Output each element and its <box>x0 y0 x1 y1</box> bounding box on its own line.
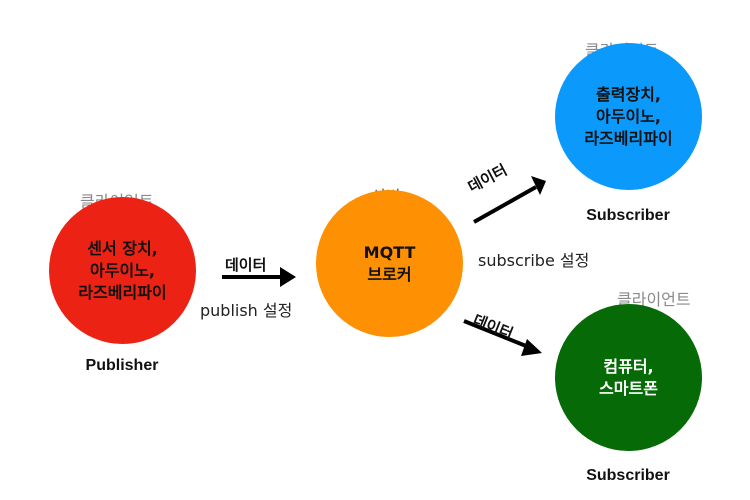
top-subscriber-node: 출력장치, 아두이노, 라즈베리파이 <box>555 43 702 190</box>
publisher-line-3: 라즈베리파이 <box>78 282 167 302</box>
bottom-subscriber-role-label: Subscriber <box>586 467 670 484</box>
publisher-node: 센서 장치, 아두이노, 라즈베리파이 <box>49 197 196 344</box>
arrow-to-bottom-subscriber <box>463 319 532 350</box>
publisher-role-label: Publisher <box>85 357 159 374</box>
publish-setting-label: publish 설정 <box>200 301 293 320</box>
bottom-subscriber-line-1: 컴퓨터, <box>603 356 654 376</box>
arrow-to-top-subscriber <box>473 185 537 224</box>
broker-line-2: 브로커 <box>367 264 412 284</box>
bottom-subscriber-line-2: 스마트폰 <box>599 378 658 398</box>
subscribe-setting-label: subscribe 설정 <box>478 251 590 270</box>
arrow-publish-head <box>280 267 296 287</box>
bottom-subscriber-node: 컴퓨터, 스마트폰 <box>555 304 702 451</box>
top-subscriber-line-3: 라즈베리파이 <box>584 128 673 148</box>
publish-data-label: 데이터 <box>225 256 267 274</box>
broker-node: MQTT 브로커 <box>316 190 463 337</box>
top-subscriber-line-2: 아두이노, <box>596 106 661 126</box>
top-subscriber-line-1: 출력장치, <box>596 84 661 104</box>
publisher-line-2: 아두이노, <box>90 260 155 280</box>
broker-line-1: MQTT <box>363 242 416 262</box>
publisher-line-1: 센서 장치, <box>87 238 158 258</box>
arrow-to-top-head <box>531 176 546 195</box>
top-subscriber-role-label: Subscriber <box>586 207 670 224</box>
arrow-to-bottom-head <box>521 339 542 356</box>
